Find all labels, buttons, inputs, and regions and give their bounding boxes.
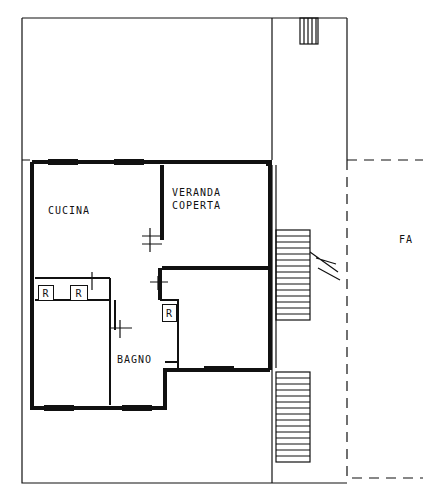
- stair-tread: [276, 242, 310, 243]
- stair-tread: [276, 254, 310, 255]
- room-veranda: VERANDA COPERTA: [166, 166, 268, 264]
- r-box: R: [70, 285, 88, 301]
- stair-tread: [276, 390, 310, 391]
- stair-tread: [276, 236, 310, 237]
- room-code: R: [166, 307, 173, 320]
- stair-tread: [276, 432, 310, 433]
- stair-tread: [276, 456, 310, 457]
- room-code: R: [42, 287, 49, 300]
- room-kitchen: CUCINA: [36, 166, 160, 266]
- stair-tread: [276, 302, 310, 303]
- stair-tread: [276, 402, 310, 403]
- room-name: BAGNO: [116, 354, 153, 365]
- stair-tread: [276, 450, 310, 451]
- stair-tread: [276, 290, 310, 291]
- stair-tread: [276, 426, 310, 427]
- stair-tread: [276, 414, 310, 415]
- room-name: VERANDA COPERTA: [172, 186, 260, 212]
- stair-tread: [276, 296, 310, 297]
- area-label: FA: [398, 234, 414, 245]
- stair-tread: [276, 272, 310, 273]
- stair-tread: [276, 378, 310, 379]
- stair-tread: [276, 396, 310, 397]
- stair-tread: [276, 260, 310, 261]
- stair-tread: [276, 314, 310, 315]
- room-name: CUCINA: [48, 204, 158, 217]
- room-code: R: [75, 287, 82, 300]
- stair-tread: [276, 444, 310, 445]
- stair-tread: [276, 308, 310, 309]
- stair-tread: [276, 384, 310, 385]
- stair-tread: [276, 408, 310, 409]
- stair-tread: [276, 420, 310, 421]
- stair-tread: [276, 278, 310, 279]
- stair-tread: [276, 266, 310, 267]
- stair-tread: [276, 284, 310, 285]
- r-box: R: [162, 304, 177, 322]
- r-box: R: [38, 285, 54, 301]
- stair-tread: [276, 438, 310, 439]
- stair-tread: [276, 248, 310, 249]
